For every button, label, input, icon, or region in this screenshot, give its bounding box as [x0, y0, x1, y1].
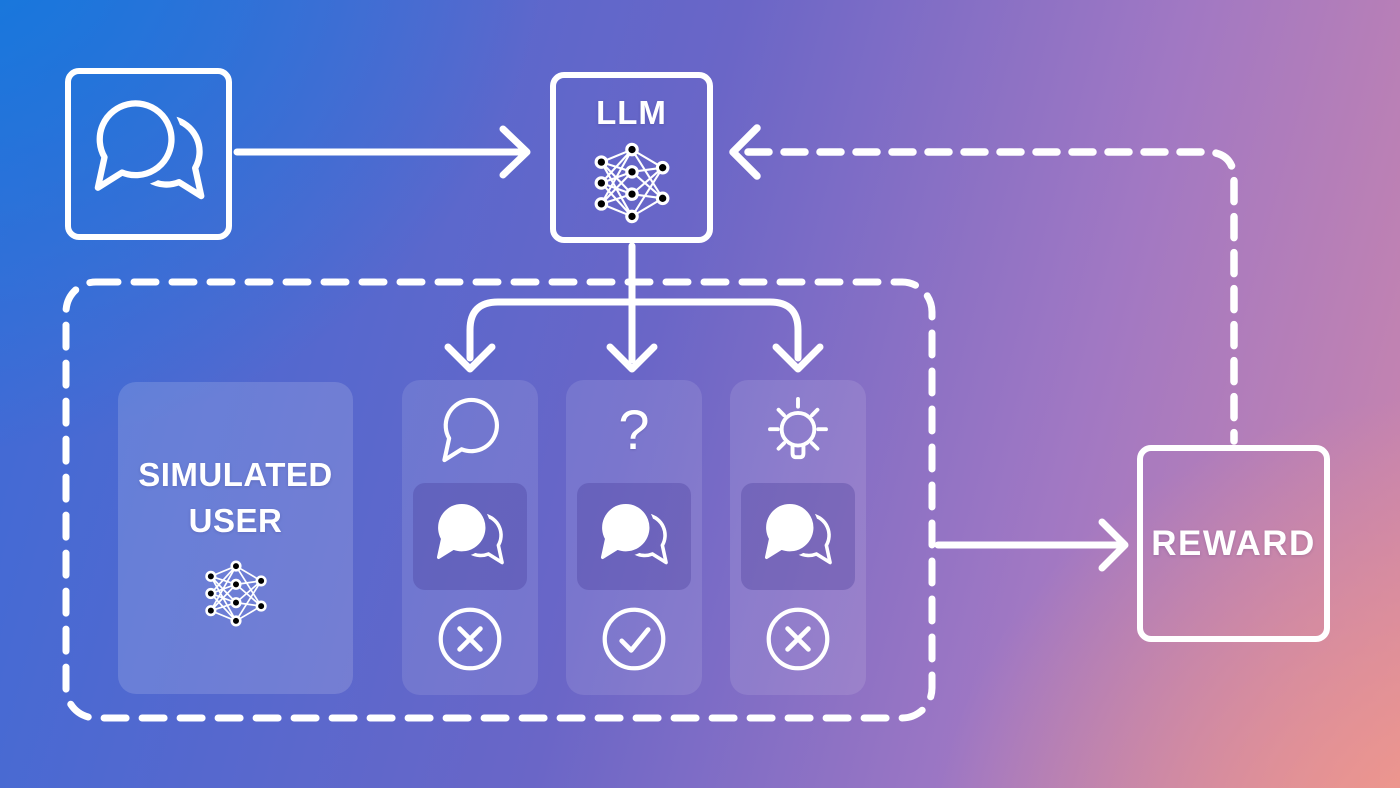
response-arrowheads: [444, 343, 824, 373]
response-message-box: [577, 483, 691, 590]
chat-bubbles-filled-icon: [432, 502, 508, 572]
response-column-idea: [730, 380, 866, 695]
response-column-chat: [402, 380, 538, 695]
arrow-llm-to-responses: [466, 242, 802, 364]
llm-box: LLM: [550, 72, 713, 243]
simulated-user-label: SIMULATED USER: [138, 456, 333, 540]
dashed-feedback-line: [744, 148, 1238, 445]
simulation-container-border: [62, 278, 936, 722]
llm-label: LLM: [596, 94, 667, 131]
user-input-box: [65, 68, 232, 240]
response-column-question: ?: [566, 380, 702, 695]
chat-bubbles-icon: [87, 98, 211, 211]
neural-network-icon: [594, 142, 669, 224]
feedback-arrowhead: [729, 124, 761, 180]
speech-bubble-icon: [438, 396, 502, 464]
arrow-container-to-reward: [934, 518, 1129, 572]
chat-bubbles-filled-icon: [596, 502, 672, 572]
reward-box: REWARD: [1137, 445, 1330, 642]
cross-circle-icon: [438, 607, 502, 671]
check-circle-icon: [602, 607, 666, 671]
question-mark: ?: [618, 398, 650, 461]
neural-network-icon: [204, 560, 267, 627]
arrow-user-to-llm: [233, 125, 531, 179]
lightbulb-icon: [768, 396, 828, 460]
simulated-user-panel: SIMULATED USER: [118, 382, 353, 694]
response-message-box: [413, 483, 527, 590]
response-message-box: [741, 483, 855, 590]
reward-label: REWARD: [1151, 523, 1316, 563]
chat-bubbles-filled-icon: [760, 502, 836, 572]
cross-circle-icon: [766, 607, 830, 671]
